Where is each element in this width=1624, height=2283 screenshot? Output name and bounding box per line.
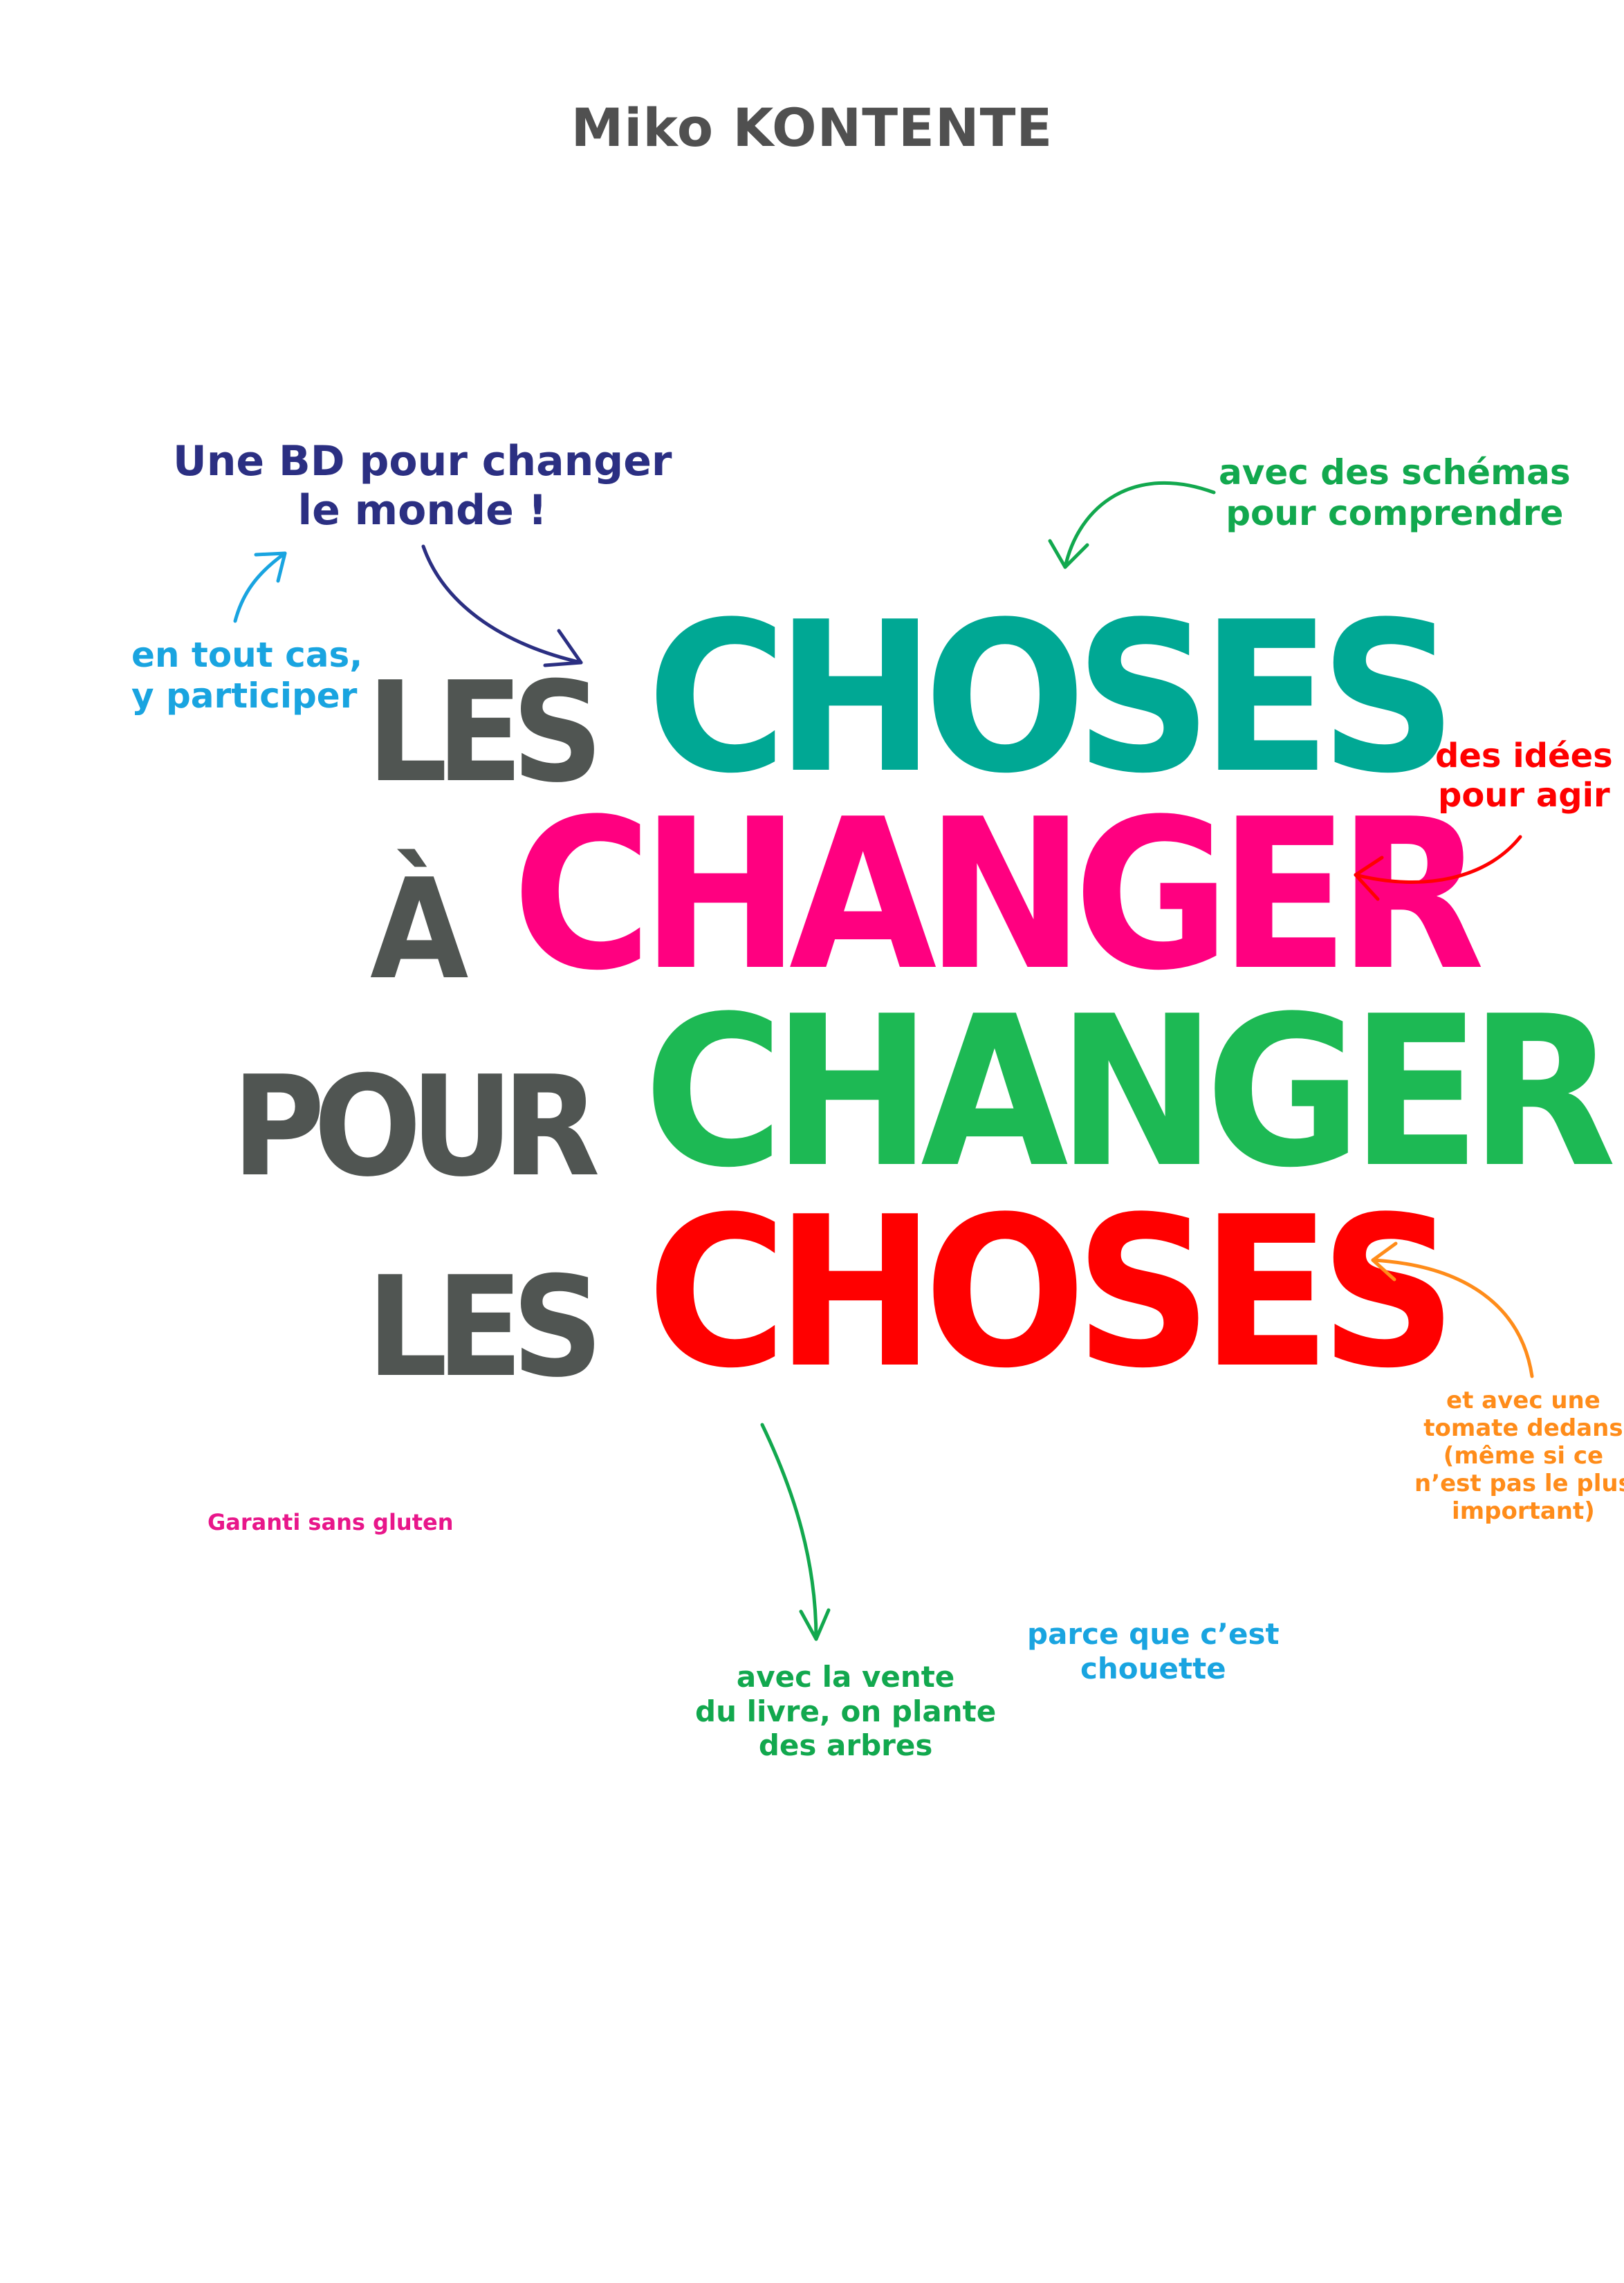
- arrow-schemas-icon: [1048, 481, 1216, 569]
- note-participer-line-2: y participer: [131, 676, 358, 716]
- note-arbres-line-2: du livre, on plante: [695, 1694, 997, 1728]
- note-arbres-line-1: avec la vente: [736, 1660, 955, 1694]
- note-gluten: Garanti sans gluten: [207, 1509, 454, 1535]
- note-tomate-line-4: n’est pas le plus: [1414, 1470, 1624, 1498]
- note-bd-line-2: le monde !: [297, 486, 548, 535]
- note-tomate-line-2: tomate dedans: [1423, 1414, 1623, 1443]
- note-idees-line-2: pour agir: [1437, 775, 1610, 815]
- title-line-4: LES CHOSES: [367, 1172, 1457, 1414]
- note-idees: des idées pour agir: [1435, 737, 1613, 815]
- note-chouette-line-2: chouette: [1080, 1651, 1226, 1685]
- note-tomate-line-1: et avec une: [1446, 1387, 1600, 1414]
- title-line-3: POUR CHANGER: [232, 972, 1616, 1213]
- author-name: Miko KONTENTE: [571, 97, 1053, 158]
- note-chouette-line-1: parce que c’est: [1027, 1617, 1280, 1651]
- title-word-choses-2: CHOSES: [647, 1172, 1457, 1414]
- note-participer-line-1: en tout cas,: [131, 635, 363, 675]
- arrow-arbres-icon: [760, 1423, 831, 1641]
- title-prefix-a: À: [370, 849, 468, 1010]
- note-schemas-line-2: pour comprendre: [1226, 493, 1564, 533]
- note-arbres-line-3: des arbres: [758, 1728, 933, 1763]
- title-line-2: À CHANGER: [370, 775, 1485, 1016]
- title-word-changer-1: CHANGER: [512, 775, 1484, 1016]
- note-participer: en tout cas, y participer: [131, 635, 362, 717]
- note-tomate-line-3: (même si ce: [1443, 1442, 1604, 1470]
- title-line-1: LES CHOSES: [367, 577, 1457, 819]
- title-prefix-les-2: LES: [367, 1247, 603, 1408]
- note-tomate: et avec une tomate dedans (même si ce n’…: [1414, 1387, 1624, 1526]
- note-schemas: avec des schémas pour comprendre: [1219, 452, 1571, 534]
- title-prefix-les: LES: [367, 652, 603, 813]
- title-word-changer-2: CHANGER: [643, 972, 1616, 1213]
- title-word-choses: CHOSES: [647, 577, 1457, 819]
- note-bd-line-1: Une BD pour changer: [173, 437, 672, 486]
- note-chouette: parce que c’est chouette: [1027, 1617, 1280, 1685]
- note-schemas-line-1: avec des schémas: [1219, 452, 1571, 492]
- note-idees-line-1: des idées: [1435, 737, 1613, 775]
- note-arbres: avec la vente du livre, on plante des ar…: [695, 1660, 996, 1763]
- arrow-participer-icon: [233, 551, 287, 623]
- note-bd: Une BD pour changer le monde !: [173, 437, 672, 535]
- title-prefix-pour: POUR: [232, 1046, 600, 1208]
- note-tomate-line-5: important): [1452, 1497, 1595, 1526]
